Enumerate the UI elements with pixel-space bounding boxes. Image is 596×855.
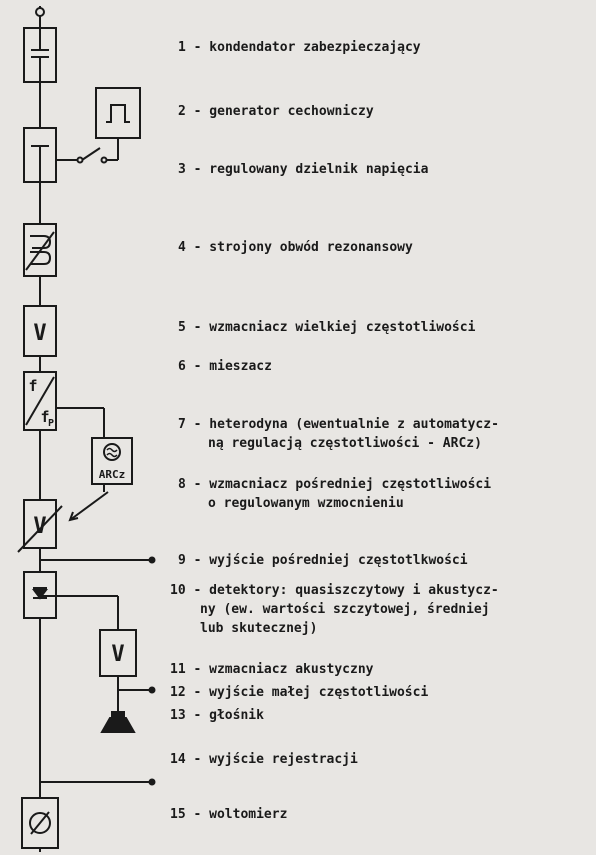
voltage-divider-block <box>23 127 57 183</box>
legend-item-4: 4 - strojony obwód rezonansowy <box>178 238 413 257</box>
legend-item-5: 5 - wzmacniacz wielkiej częstotliwości <box>178 318 475 337</box>
legend-line: lub skutecznej) <box>200 621 318 636</box>
loudspeaker <box>100 711 136 733</box>
legend-item-1: 1 - kondendator zabezpieczający <box>178 38 421 57</box>
mixer-f-top: f <box>28 377 37 395</box>
if-amplifier-symbol: V <box>33 514 46 539</box>
legend-line: ną regulacją częstotliwości - ARCz) <box>208 436 482 451</box>
legend-item-8: 8 - wzmacniacz pośredniej częstotliwości… <box>178 475 588 513</box>
agc-arrow <box>69 491 109 521</box>
legend-line: 8 - wzmacniacz pośredniej częstotliwości <box>178 477 492 492</box>
mixer-subscript: P <box>48 418 54 429</box>
legend-line: 11 - wzmacniacz akustyczny <box>170 662 374 677</box>
tuned-circuit-block <box>23 223 57 277</box>
calibration-generator-block <box>95 87 141 139</box>
if-amplifier-block <box>17 499 63 553</box>
legend-item-10: 10 - detektory: quasiszczytowy i akustyc… <box>170 581 580 638</box>
legend-item-11: 11 - wzmacniacz akustyczny <box>170 660 374 679</box>
legend-item-14: 14 - wyjście rejestracji <box>170 750 358 769</box>
legend-item-6: 6 - mieszacz <box>178 357 272 376</box>
rf-amplifier-block <box>23 305 57 357</box>
arcz-label: ARCz <box>99 468 126 481</box>
mixer-block <box>23 371 57 431</box>
capacitor-block <box>23 27 57 83</box>
legend-line: 1 - kondendator zabezpieczający <box>178 40 421 55</box>
mixer-f-bottom: f <box>40 408 49 426</box>
audio-amplifier-symbol: V <box>111 642 124 667</box>
legend-item-2: 2 - generator cechowniczy <box>178 102 374 121</box>
voltmeter-block <box>21 797 59 849</box>
legend-line: 3 - regulowany dzielnik napięcia <box>178 162 429 177</box>
rf-amplifier-symbol: V <box>33 321 46 346</box>
legend-item-13: 13 - głośnik <box>170 706 264 725</box>
legend-line: 6 - mieszacz <box>178 359 272 374</box>
legend-line: 9 - wyjście pośredniej częstotlkwości <box>178 553 468 568</box>
legend-line: 10 - detektory: quasiszczytowy i akustyc… <box>170 583 499 598</box>
legend-item-15: 15 - woltomierz <box>170 805 287 824</box>
calibration-switch <box>56 138 119 164</box>
legend-line: o regulowanym wzmocnieniu <box>208 496 404 511</box>
input-terminal <box>35 7 45 17</box>
heterodyne-block <box>91 437 133 485</box>
legend-line: 12 - wyjście małej częstotliwości <box>170 685 429 700</box>
legend-item-3: 3 - regulowany dzielnik napięcia <box>178 160 428 179</box>
legend-line: 5 - wzmacniacz wielkiej częstotliwości <box>178 320 476 335</box>
legend-line: 4 - strojony obwód rezonansowy <box>178 240 413 255</box>
legend-line: 2 - generator cechowniczy <box>178 104 374 119</box>
legend-item-9: 9 - wyjście pośredniej częstotlkwości <box>178 551 468 570</box>
legend-line: 13 - głośnik <box>170 708 264 723</box>
legend-item-7: 7 - heterodyna (ewentualnie z automatycz… <box>178 415 588 453</box>
legend-line: ny (ew. wartości szczytowej, średniej <box>200 602 490 617</box>
legend-line: 14 - wyjście rejestracji <box>170 752 358 767</box>
legend-line: 7 - heterodyna (ewentualnie z automatycz… <box>178 417 499 432</box>
legend-line: 15 - woltomierz <box>170 807 288 822</box>
legend-item-12: 12 - wyjście małej częstotliwości <box>170 683 428 702</box>
